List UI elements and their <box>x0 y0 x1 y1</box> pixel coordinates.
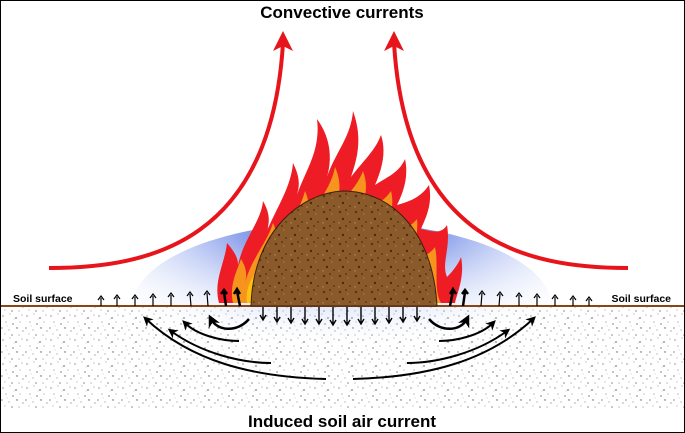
fuel-pile <box>250 190 438 307</box>
soil-arrow-right-lower <box>406 328 511 364</box>
soil-arrow-left-lower <box>167 328 272 364</box>
surface-airflow-arrows <box>97 286 593 307</box>
soil-arrow-right-outer <box>352 316 536 380</box>
bottom-label-band <box>1 409 684 432</box>
downward-airflow-arrows <box>259 307 421 327</box>
soil-arrow-left-inner <box>208 314 250 330</box>
convective-arrowhead-left-icon <box>273 31 293 51</box>
soil-air-current-arrows <box>143 314 536 380</box>
soil-arrow-right-inner <box>428 314 470 330</box>
diagram-title: Convective currents <box>260 3 423 22</box>
convective-arrow-left <box>48 42 285 270</box>
soil-surface-label-right: Soil surface <box>611 293 671 305</box>
induced-soil-air-current-label: Induced soil air current <box>248 412 436 431</box>
convective-arrow-right <box>392 42 629 270</box>
soil-arrow-left-mid <box>182 320 240 342</box>
soil-surface-label-left: Soil surface <box>13 293 73 305</box>
soil-arrow-left-outer <box>143 316 327 380</box>
convective-arrowhead-right-icon <box>384 31 404 51</box>
soil-arrow-right-mid <box>438 320 496 342</box>
